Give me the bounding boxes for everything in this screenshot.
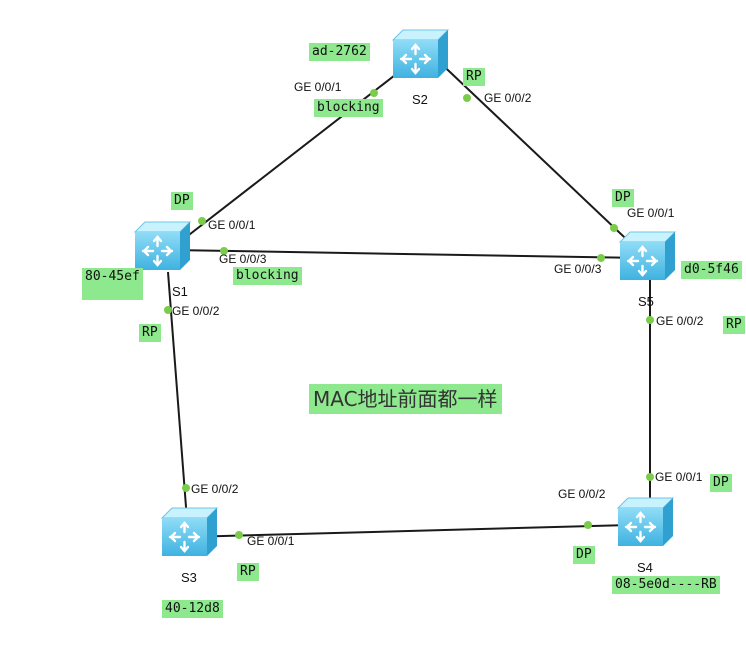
port-dot [164,306,172,314]
port-dot [198,217,206,225]
s2-rp-tag: RP [463,68,485,86]
s5-rp-tag: RP [723,316,745,334]
s5-dp-tag: DP [612,189,634,207]
port-label-s1-ge003: GE 0/0/3 [219,252,267,266]
port-dot [584,521,592,529]
port-dot [646,316,654,324]
mac-note-tag: MAC地址前面都一样 [309,384,502,414]
port-dot [182,484,190,492]
switch-s3-name: S3 [181,570,197,585]
s4-dp-tag-left: DP [573,546,595,564]
link-s1-s5 [171,249,641,259]
port-dot [370,89,378,97]
s2-mac-tag: ad-2762 [309,43,370,61]
switch-s2-icon[interactable] [391,28,450,80]
port-label-s3-ge002: GE 0/0/2 [191,482,239,496]
port-label-s5-ge001: GE 0/0/1 [627,206,675,220]
port-dot [463,94,471,102]
port-label-s5-ge002: GE 0/0/2 [656,314,704,328]
port-label-s2-ge002: GE 0/0/2 [484,91,532,105]
port-dot [220,247,228,255]
port-dot [646,473,654,481]
switch-s5-icon[interactable] [618,230,677,282]
port-label-s4-ge002: GE 0/0/2 [558,487,606,501]
s2-blocking-tag: blocking [314,99,383,117]
s4-dp-tag-right: DP [710,474,732,492]
port-label-s3-ge001: GE 0/0/1 [247,534,295,548]
port-dot [597,254,605,262]
s1-rp-tag: RP [139,324,161,342]
port-label-s2-ge001: GE 0/0/1 [294,80,342,94]
switch-s1-icon[interactable] [133,220,192,272]
port-dot [610,224,618,232]
port-dot [235,531,243,539]
s1-blocking-tag: blocking [233,267,302,285]
switch-s5-name: S5 [638,294,654,309]
port-label-s5-ge003: GE 0/0/3 [554,262,602,276]
s4-mac-tag: 08-5e0d----RB [612,576,720,594]
s5-mac-tag: d0-5f46 [681,261,742,279]
link-s3-s4 [186,524,631,538]
s1-mac-tag: 80-45ef [82,268,143,300]
port-label-s1-ge001: GE 0/0/1 [208,218,256,232]
link-s1-s3 [167,271,188,521]
switch-s2-name: S2 [412,92,428,107]
switch-s4-icon[interactable] [616,496,675,548]
port-label-s1-ge002: GE 0/0/2 [172,304,220,318]
s3-rp-tag: RP [237,563,259,581]
switch-s4-name: S4 [637,560,653,575]
s1-dp-tag: DP [171,192,193,210]
switch-s1-name: S1 [172,284,188,299]
link-s2-s5 [431,54,641,253]
port-label-s4-ge001: GE 0/0/1 [655,470,703,484]
s3-mac-tag: 40-12d8 [162,600,223,618]
switch-s3-icon[interactable] [160,506,219,558]
